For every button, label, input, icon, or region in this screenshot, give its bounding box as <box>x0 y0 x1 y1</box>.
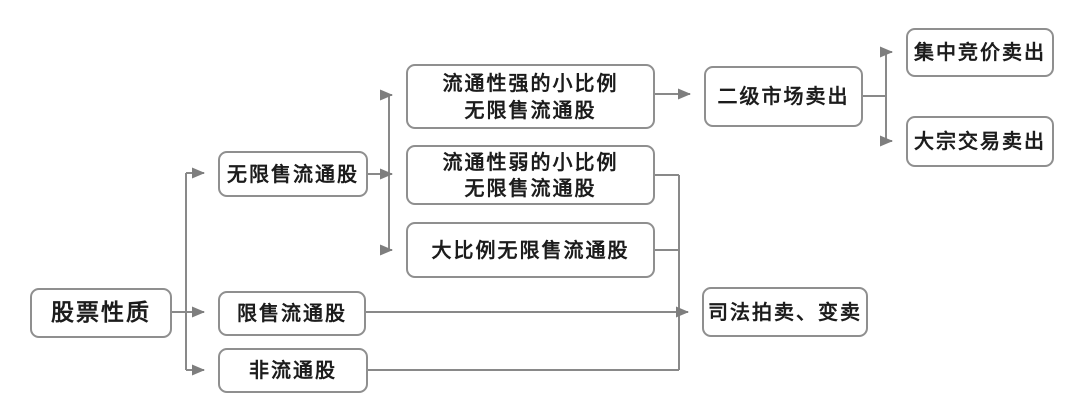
node-centralized-bidding-sell: 集中竞价卖出 <box>906 28 1054 77</box>
node-unrestricted-tradable-shares: 无限售流通股 <box>218 151 368 197</box>
node-secondary-market-sell: 二级市场卖出 <box>704 66 863 127</box>
node-weak-liquidity-small-proportion: 流通性弱的小比例 无限售流通股 <box>406 145 655 205</box>
node-strong-liquidity-small-proportion: 流通性强的小比例 无限售流通股 <box>406 64 655 129</box>
node-stock-nature: 股票性质 <box>30 288 172 338</box>
node-non-tradable-shares: 非流通股 <box>218 348 368 393</box>
edge-root-branch <box>172 167 205 376</box>
node-judicial-auction-sale: 司法拍卖、变卖 <box>702 287 868 337</box>
node-restricted-tradable-shares: 限售流通股 <box>218 291 366 336</box>
edge-unrestricted-branch <box>368 89 393 256</box>
node-block-trade-sell: 大宗交易卖出 <box>906 116 1054 167</box>
node-large-proportion-unrestricted: 大比例无限售流通股 <box>406 222 655 278</box>
edge-judicial-collector <box>366 174 689 371</box>
edge-secondary-branch <box>863 46 893 147</box>
